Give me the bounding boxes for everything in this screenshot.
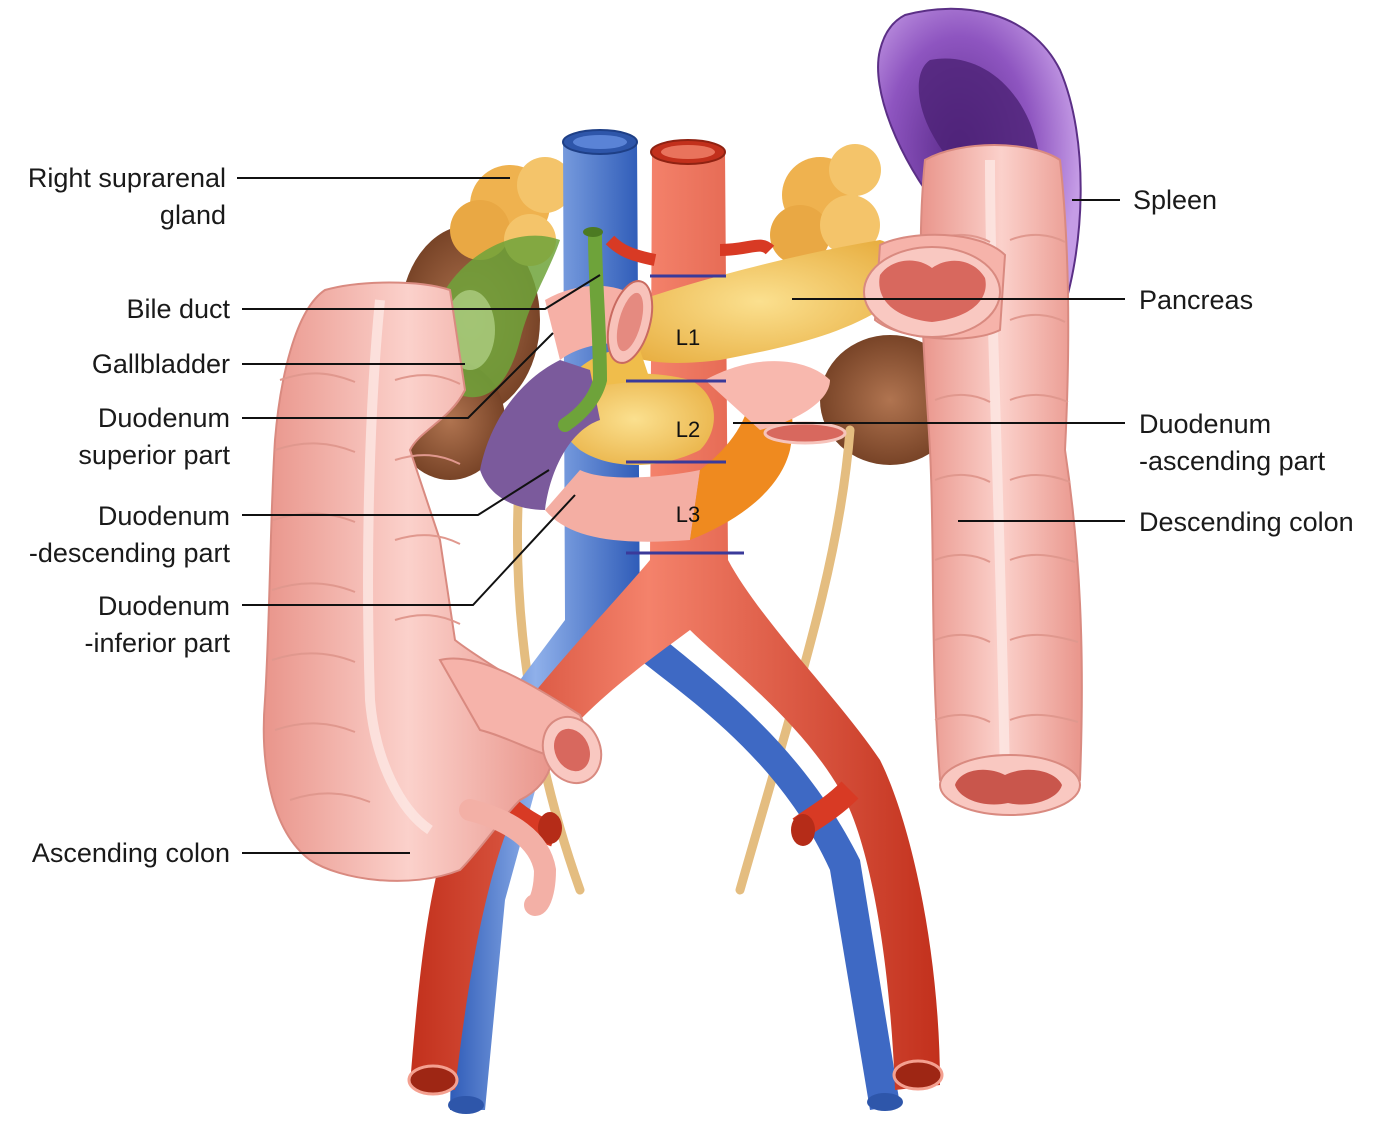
aorta xyxy=(407,139,944,1114)
label-duodenum-descending: Duodenum -descending part xyxy=(29,498,230,572)
leader-bile-duct xyxy=(242,274,601,310)
label-line: gland xyxy=(159,200,226,230)
label-line: Duodenum xyxy=(1139,409,1272,439)
label-line: Descending colon xyxy=(1139,507,1354,537)
label-duodenum-inferior: Duodenum -inferior part xyxy=(84,588,230,662)
left-ureter xyxy=(735,425,855,895)
vertebra-label-l1: L1 xyxy=(676,325,700,350)
ascending-colon xyxy=(262,281,603,916)
label-ascending-colon: Ascending colon xyxy=(32,835,230,872)
label-pancreas: Pancreas xyxy=(1139,282,1253,319)
vertebra-label-l3: L3 xyxy=(676,502,700,527)
label-bile-duct: Bile duct xyxy=(126,291,230,328)
bile-duct-end xyxy=(583,227,603,237)
label-line: Right suprarenal xyxy=(27,163,226,193)
label-gallbladder: Gallbladder xyxy=(92,346,230,383)
label-duodenum-ascending: Duodenum -ascending part xyxy=(1139,406,1325,480)
label-line: Ascending colon xyxy=(31,838,230,868)
label-line: Bile duct xyxy=(126,294,230,324)
leader-lines xyxy=(237,177,1125,854)
vertebra-label-l2: L2 xyxy=(676,417,700,442)
bile-duct xyxy=(558,228,608,432)
leader-duo-descending xyxy=(242,469,550,516)
label-line: -inferior part xyxy=(84,628,230,658)
label-line: Duodenum xyxy=(97,501,230,531)
leader-duo-superior xyxy=(242,332,554,419)
label-line: -descending part xyxy=(28,538,230,568)
label-line: superior part xyxy=(78,440,230,470)
label-line: Gallbladder xyxy=(91,349,230,379)
descending-colon xyxy=(863,144,1083,816)
vertebral-level-lines xyxy=(626,274,744,555)
label-line: Pancreas xyxy=(1139,285,1254,315)
label-line: Duodenum xyxy=(97,403,230,433)
label-line: -ascending part xyxy=(1139,446,1326,476)
label-descending-colon: Descending colon xyxy=(1139,504,1354,541)
left-suprarenal-gland xyxy=(770,144,881,265)
duodenum xyxy=(480,280,847,542)
label-right-suprarenal-gland: Right suprarenal gland xyxy=(28,160,226,234)
leader-duo-inferior xyxy=(242,494,576,606)
label-duodenum-superior: Duodenum superior part xyxy=(78,400,230,474)
label-spleen: Spleen xyxy=(1133,182,1217,219)
label-line: Duodenum xyxy=(97,591,230,621)
label-line: Spleen xyxy=(1133,185,1218,215)
